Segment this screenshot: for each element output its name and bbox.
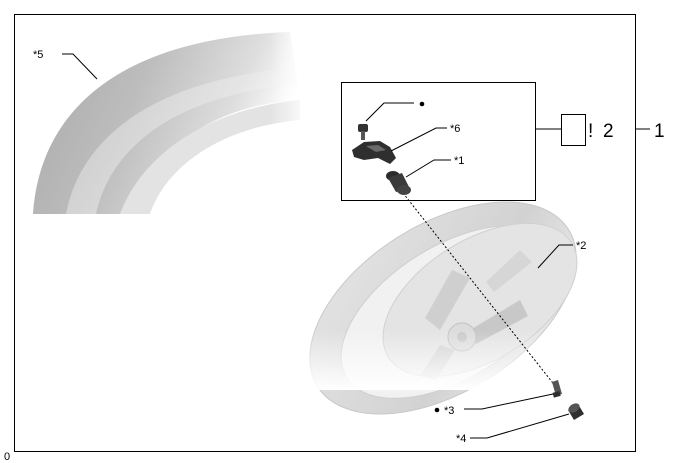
leader-screw: [365, 102, 414, 122]
leader-sensor: [390, 127, 447, 152]
leader-grommet: [405, 159, 451, 178]
caution-icon: [561, 114, 586, 146]
wheel: [290, 201, 620, 415]
screw-icon: [358, 124, 368, 140]
leader-tire: [62, 53, 98, 80]
label-sensor: *6: [450, 123, 460, 135]
leader-cap: [470, 413, 570, 439]
label-grommet: *1: [454, 155, 464, 167]
detail-box: [341, 82, 536, 201]
label-box-ref: 2: [603, 121, 614, 142]
label-assembly-ref: 1: [654, 121, 665, 142]
caution-mark: !: [588, 121, 593, 142]
leader-wheel: [537, 244, 573, 269]
bullet-icon: [419, 101, 425, 107]
outer-frame: [14, 14, 636, 452]
label-cap: *4: [456, 433, 466, 445]
sensor-icon: [352, 141, 396, 164]
valve-cap-icon: [568, 403, 584, 420]
label-tire: *5: [33, 49, 43, 61]
label-wheel: *2: [576, 240, 586, 252]
install-line: [402, 192, 557, 388]
bullet-icon: [434, 407, 440, 413]
label-valve: *3: [444, 405, 454, 417]
valve-stem-icon: [552, 380, 562, 398]
leader-valve: [464, 393, 554, 410]
corner-mark: 0: [4, 451, 10, 463]
tire: [33, 20, 310, 220]
grommet-icon: [386, 171, 411, 195]
